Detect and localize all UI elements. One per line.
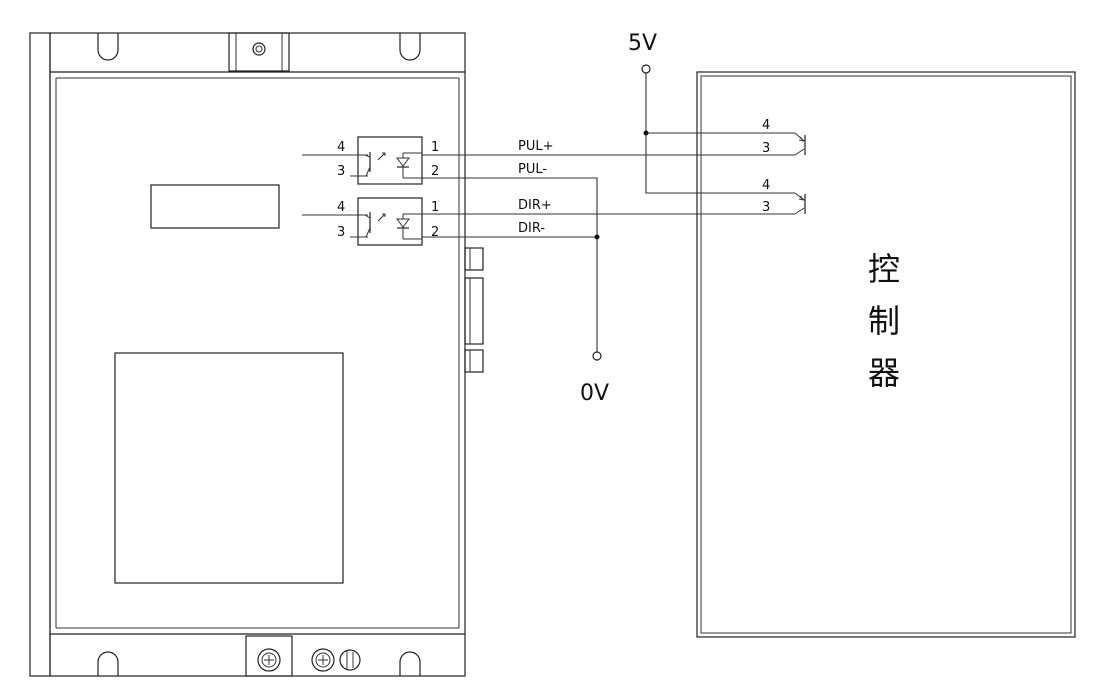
top-tab	[228, 32, 290, 72]
optocoupler-dir: 4 3 1 2	[302, 197, 439, 246]
wire-pul-minus	[422, 177, 598, 352]
driver-body	[49, 32, 466, 677]
opto-pul-pin-1: 1	[431, 140, 439, 155]
stepper-driver	[29, 32, 484, 677]
opto-dir-pin-3: 3	[337, 225, 345, 240]
top-right-slot	[399, 33, 421, 61]
side-connector-2	[464, 277, 484, 345]
label-area	[114, 352, 344, 584]
controller-label-char-2: 制	[868, 302, 900, 340]
label-dir-plus: DIR+	[518, 198, 552, 213]
controller-transistor-2: 4 3	[762, 178, 806, 215]
opto-dir-pin-4: 4	[337, 200, 345, 215]
top-left-slot	[97, 33, 119, 61]
tr2-pin-3: 3	[762, 200, 770, 215]
label-0v: 0V	[580, 381, 609, 406]
top-tab-hole	[252, 42, 266, 56]
label-5v: 5V	[628, 31, 657, 56]
bottom-screw-tab	[245, 635, 293, 677]
opto-pul-pin-2: 2	[431, 164, 439, 179]
junction-5v	[643, 130, 649, 136]
bottom-left-slot	[97, 651, 119, 676]
tr1-pin-4: 4	[762, 118, 770, 133]
opto-pul-pin-4: 4	[337, 140, 345, 155]
opto-pul-pin-3: 3	[337, 164, 345, 179]
terminal-5v	[641, 64, 651, 74]
junction-0v	[594, 234, 600, 240]
opto-pul-box	[357, 136, 423, 185]
driver-side-rail	[29, 32, 51, 677]
bottom-right-slot	[399, 651, 421, 676]
terminal-0v	[592, 351, 602, 361]
wire-5v-rail	[645, 73, 795, 194]
screw-2-icon	[311, 648, 335, 672]
opto-dir-pin-1: 1	[431, 200, 439, 215]
ground-icon	[339, 649, 361, 671]
side-connector-3	[464, 349, 484, 373]
label-dir-minus: DIR-	[518, 221, 545, 236]
controller-label-char-1: 控	[868, 250, 900, 288]
controller: 4 3 4 3 控 制 器	[696, 71, 1076, 638]
controller-label-char-3: 器	[868, 354, 900, 392]
opto-dir-box	[357, 197, 423, 246]
controller-body	[696, 71, 1076, 638]
label-pul-plus: PUL+	[518, 139, 554, 154]
tr1-pin-3: 3	[762, 141, 770, 156]
optocoupler-pul: 4 3 1 2	[302, 136, 439, 185]
label-pul-minus: PUL-	[518, 162, 547, 177]
signal-wires: PUL+ PUL- DIR+ DIR- 5V 0V	[422, 31, 795, 406]
screw-1-icon	[257, 648, 281, 672]
controller-transistor-1: 4 3	[762, 118, 806, 156]
opto-dir-pin-2: 2	[431, 225, 439, 240]
display-window	[150, 184, 280, 229]
tr2-pin-4: 4	[762, 178, 770, 193]
side-connector-1	[464, 247, 484, 271]
